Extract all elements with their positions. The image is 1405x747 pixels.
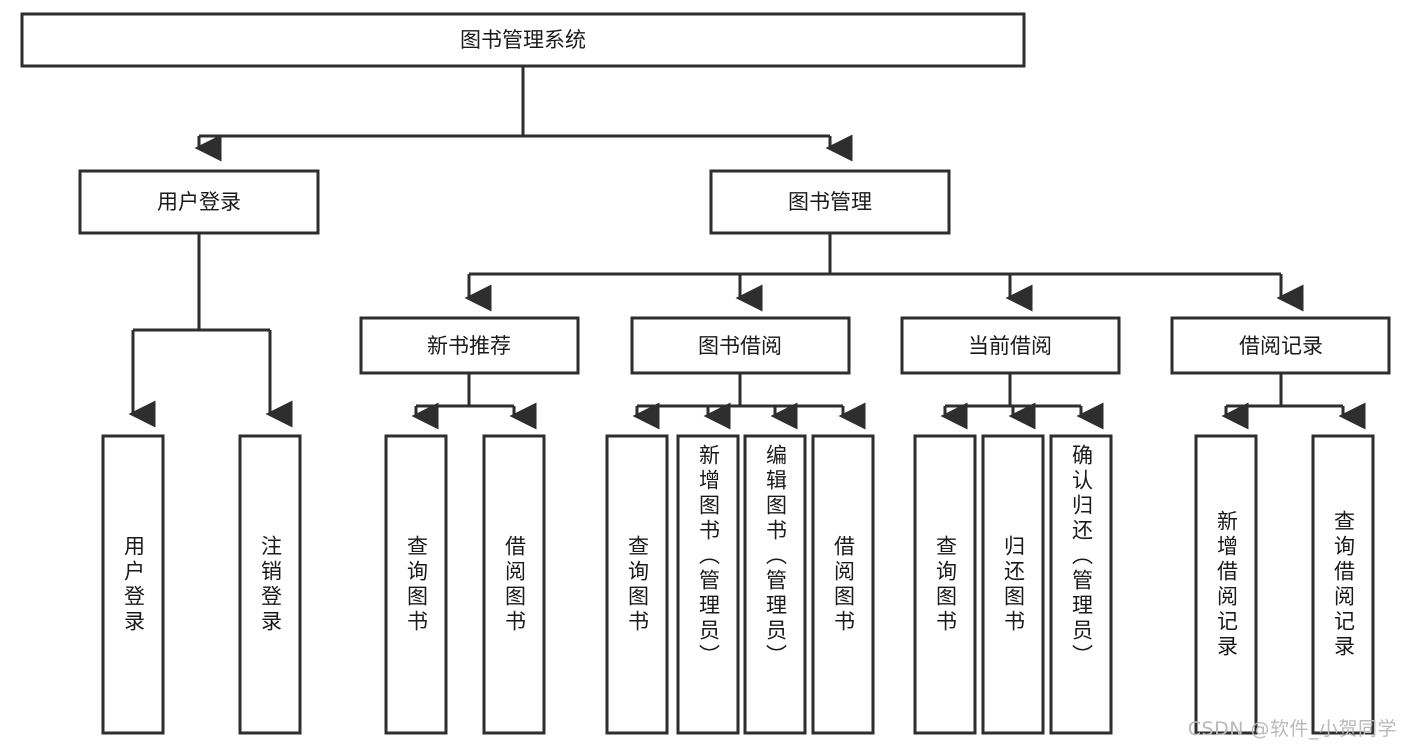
- leaf-box-query-book-1[interactable]: [384, 434, 448, 735]
- node-new-book-recommend-label: 新书推荐: [427, 334, 511, 358]
- leaf-box-query-book-2[interactable]: [605, 434, 669, 735]
- leaf-box-return-book[interactable]: [981, 434, 1045, 735]
- connector-borrow-record-to-leaves: [1221, 373, 1366, 430]
- node-root-box[interactable]: [20, 12, 1026, 68]
- node-book-borrow[interactable]: 图书借阅: [630, 316, 851, 375]
- node-current-borrow-label: 当前借阅: [968, 334, 1052, 358]
- node-book-management-box[interactable]: [709, 169, 951, 235]
- leaf-boxes: [101, 434, 1375, 735]
- node-borrow-record-label: 借阅记录: [1239, 334, 1323, 358]
- node-root[interactable]: 图书管理系统: [20, 12, 1026, 68]
- leaf-box-borrow-book-1[interactable]: [482, 434, 546, 735]
- leaf-box-edit-book-admin[interactable]: [743, 434, 807, 735]
- node-current-borrow-box[interactable]: [900, 316, 1121, 375]
- leaf-box-logout[interactable]: [238, 434, 302, 735]
- node-book-borrow-box[interactable]: [630, 316, 851, 375]
- connector-new-book-recommend-to-leaves: [411, 373, 537, 430]
- node-book-management[interactable]: 图书管理: [709, 169, 951, 235]
- node-borrow-record-box[interactable]: [1170, 316, 1391, 375]
- leaf-box-user-login[interactable]: [101, 434, 165, 735]
- connector-user-login-to-leaves: [128, 233, 293, 428]
- connector-root-to-level1: [194, 66, 853, 162]
- leaf-box-query-borrow-record[interactable]: [1311, 434, 1375, 735]
- leaf-box-borrow-book-2[interactable]: [811, 434, 875, 735]
- connector-book-borrow-to-leaves: [632, 373, 866, 430]
- node-current-borrow[interactable]: 当前借阅: [900, 316, 1121, 375]
- node-root-label: 图书管理系统: [460, 28, 586, 52]
- node-book-borrow-label: 图书借阅: [698, 334, 782, 358]
- leaf-box-add-borrow-record[interactable]: [1194, 434, 1258, 735]
- node-user-login[interactable]: 用户登录: [78, 169, 320, 235]
- connector-current-borrow-to-leaves: [940, 373, 1104, 430]
- node-user-login-label: 用户登录: [157, 190, 241, 214]
- node-new-book-recommend[interactable]: 新书推荐: [359, 316, 580, 375]
- watermark: CSDN @软件_小贺同学: [1187, 718, 1397, 740]
- leaf-box-confirm-return-admin[interactable]: [1049, 434, 1113, 735]
- node-new-book-recommend-box[interactable]: [359, 316, 580, 375]
- node-book-management-label: 图书管理: [788, 190, 872, 214]
- connector-book-management-to-level2: [464, 233, 1304, 312]
- node-borrow-record[interactable]: 借阅记录: [1170, 316, 1391, 375]
- leaf-box-add-book-admin[interactable]: [676, 434, 740, 735]
- leaf-box-query-book-3[interactable]: [913, 434, 977, 735]
